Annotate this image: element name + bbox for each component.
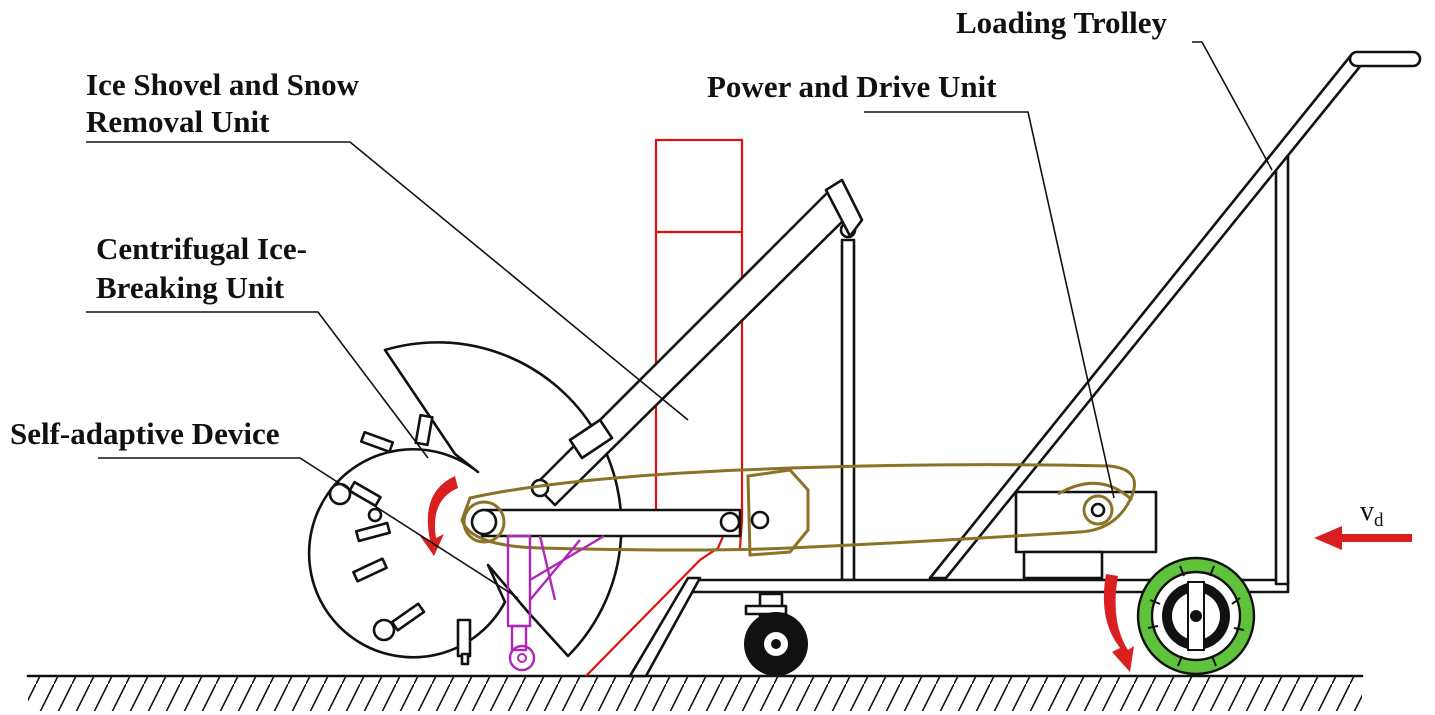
label-self-adaptive-device: Self-adaptive Device	[10, 416, 279, 451]
ice-shovel-frame	[585, 138, 744, 677]
label-centrifugal-line2: Breaking Unit	[96, 270, 285, 305]
curved-motion-arrow-icon	[1103, 574, 1134, 672]
velocity-symbol: v	[1360, 496, 1374, 527]
leader-lines	[86, 41, 1273, 599]
self-adaptive-device	[506, 534, 605, 672]
label-loading-trolley: Loading Trolley	[956, 5, 1168, 40]
rear-wheel	[1136, 556, 1256, 676]
label-ice-shovel-line1: Ice Shovel and Snow	[86, 67, 360, 102]
main-frame	[470, 50, 1422, 678]
belt-drive	[460, 463, 1136, 557]
rotation-arrow-icon	[420, 476, 458, 556]
centrifugal-breaking-disc	[307, 341, 623, 666]
breaking-teeth	[328, 413, 472, 666]
velocity-subscript: d	[1374, 510, 1384, 531]
label-power-drive-unit: Power and Drive Unit	[707, 69, 997, 104]
direction-arrow-icon	[1314, 526, 1412, 550]
label-ice-shovel-line2: Removal Unit	[86, 104, 270, 139]
ground	[26, 674, 1364, 711]
caster-wheel	[744, 592, 808, 676]
label-centrifugal-line1: Centrifugal Ice-	[96, 231, 307, 266]
